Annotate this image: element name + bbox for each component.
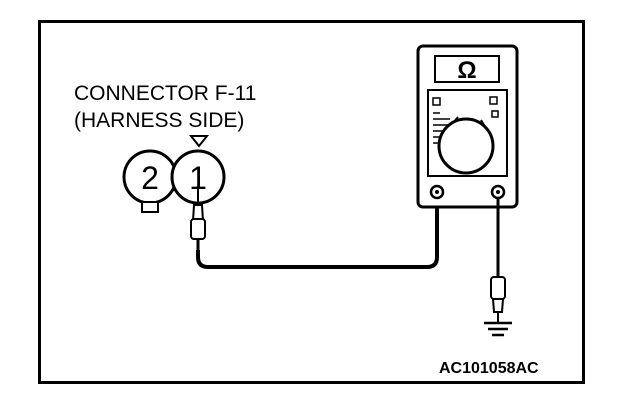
meter-dial [437,117,495,175]
ohm-symbol: Ω [457,57,476,84]
pin-label-1: 1 [189,160,207,196]
diagram-frame [38,20,585,384]
meter-display [434,55,500,83]
connector-f11: 2 1 [122,135,226,213]
figure-code: AC101058AC [439,360,539,377]
pin-indicator-triangle [188,135,210,148]
test-probe-connector [190,186,206,250]
ground-icon [484,321,512,337]
connector-subtitle: (HARNESS SIDE) [74,109,244,132]
pin-label-2: 2 [141,160,159,196]
connector-latch [141,201,159,213]
connector-title: CONNECTOR F-11 [74,82,256,105]
ohmmeter-icon: Ω [416,44,519,209]
test-lead-wire [196,196,439,269]
ground-lead [490,198,506,322]
